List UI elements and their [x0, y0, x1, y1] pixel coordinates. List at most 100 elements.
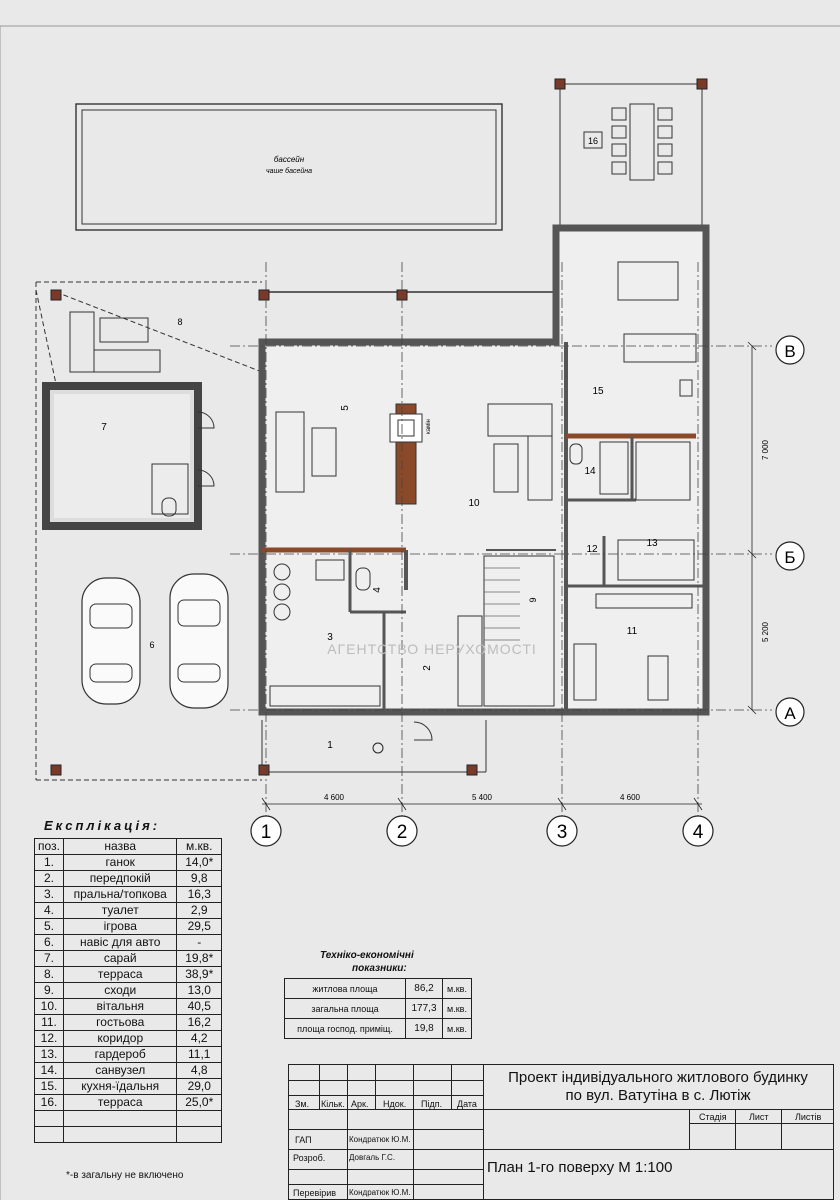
- furniture: [269, 261, 697, 707]
- cell-name: кухня-їдальня: [62, 1078, 178, 1095]
- cell-pos: 9.: [34, 982, 64, 999]
- porch-1: 1: [258, 720, 487, 776]
- cell-pos: 2.: [34, 870, 64, 887]
- tech-table: житлова площа 86,2 м.кв. загальна площа …: [284, 978, 472, 1039]
- axis-col-3: 3: [557, 822, 568, 843]
- room-number-10: 10: [468, 498, 480, 509]
- cell-pos: 14.: [34, 1062, 64, 1079]
- car-right: [169, 573, 229, 709]
- room-number-1: 1: [327, 740, 333, 751]
- table-row: [34, 1110, 222, 1127]
- axis-lines: [230, 262, 772, 820]
- room-number-16: 16: [588, 136, 598, 146]
- table-row: [34, 1126, 222, 1143]
- axis-row-a: А: [784, 704, 796, 723]
- cell-name: ганок: [62, 854, 178, 871]
- cell-pos: 13.: [34, 1046, 64, 1063]
- tech-unit: м.кв.: [442, 1018, 472, 1039]
- dim-h-3: 4 600: [620, 793, 641, 802]
- axis-col-4: 4: [693, 822, 704, 843]
- cell-pos: 6.: [34, 934, 64, 951]
- cell-pos: 12.: [34, 1030, 64, 1047]
- cell-pos: 4.: [34, 902, 64, 919]
- dim-h-2: 5 400: [472, 793, 493, 802]
- house-walls: камін 9: [258, 224, 710, 716]
- axis-bubbles: [250, 335, 805, 847]
- car-left: [81, 577, 141, 705]
- room-labels: 2 3 4 5 10 11 12 13 14 15: [327, 386, 658, 671]
- room-number-7: 7: [101, 422, 107, 433]
- cell-name: терраса: [62, 1094, 178, 1111]
- cell-pos: 1.: [34, 854, 64, 871]
- room-number-14: 14: [584, 466, 596, 477]
- cell-empty: [34, 1126, 64, 1143]
- cell-pos: 10.: [34, 998, 64, 1015]
- room-number-4: 4: [372, 587, 383, 593]
- cell-empty: [176, 1126, 222, 1143]
- stage-header: Стадія: [699, 1112, 727, 1122]
- cell-area: 4,2: [176, 1030, 222, 1047]
- cell-name: навіс для авто: [62, 934, 178, 951]
- person-pereviryv: Кондратюк Ю.М.: [349, 1188, 411, 1197]
- title-block: Зм. Кільк. Арк. Ндок. Підп. Дата ГАП Кон…: [288, 1064, 834, 1200]
- pool: бассейн чаше басейна: [75, 103, 503, 231]
- explication-title: Експлікація:: [44, 818, 161, 833]
- col-header-pidp: Підп.: [421, 1099, 443, 1109]
- cell-name: гардероб: [62, 1046, 178, 1063]
- cell-name: пральна/топкова: [62, 886, 178, 903]
- axis-row-b: Б: [784, 548, 795, 567]
- header-name: назва: [62, 838, 178, 855]
- cell-pos: 8.: [34, 966, 64, 983]
- col-header-ndok: Ндок.: [383, 1099, 407, 1109]
- tech-value: 177,3: [405, 998, 443, 1019]
- tech-label: площа господ. приміщ.: [284, 1018, 406, 1039]
- outdoor-left: 8 7 6: [35, 228, 557, 781]
- cell-area: 16,3: [176, 886, 222, 903]
- cell-name: сарай: [62, 950, 178, 967]
- cell-pos: 16.: [34, 1094, 64, 1111]
- cell-area: 19,8*: [176, 950, 222, 967]
- dim-h-1: 4 600: [324, 793, 345, 802]
- explication-footnote: *-в загальну не включено: [66, 1170, 184, 1181]
- pool-sublabel: чаше басейна: [266, 167, 312, 175]
- cell-area: -: [176, 934, 222, 951]
- cell-area: 14,0*: [176, 854, 222, 871]
- cell-name: терраса: [62, 966, 178, 983]
- cell-empty: [34, 1110, 64, 1127]
- sheets-header: Листів: [795, 1112, 822, 1122]
- cell-pos: 11.: [34, 1014, 64, 1031]
- col-header-ark: Арк.: [351, 1099, 369, 1109]
- tech-unit: м.кв.: [442, 998, 472, 1019]
- room-number-12: 12: [586, 544, 598, 555]
- room-number-8: 8: [177, 317, 182, 327]
- cell-pos: 5.: [34, 918, 64, 935]
- axis-row-v: В: [784, 342, 795, 361]
- project-title-line2: по вул. Ватутіна в с. Лютіж: [565, 1087, 751, 1104]
- col-header-zm: Зм.: [295, 1099, 310, 1109]
- tech-title-1: Техніко-економічні: [320, 950, 414, 961]
- cell-name: сходи: [62, 982, 178, 999]
- cell-area: 13,0: [176, 982, 222, 999]
- cell-pos: 3.: [34, 886, 64, 903]
- project-title-line1: Проект індивідуального житлового будинку: [508, 1069, 808, 1086]
- cell-name: санвузел: [62, 1062, 178, 1079]
- header-area: м.кв.: [176, 838, 222, 855]
- cell-area: 4,8: [176, 1062, 222, 1079]
- cell-empty: [62, 1110, 178, 1127]
- room-number-9: 9: [528, 597, 538, 602]
- tech-value: 19,8: [405, 1018, 443, 1039]
- role-gap: ГАП: [295, 1135, 312, 1145]
- axis-col-2: 2: [397, 822, 408, 843]
- dimension-lines: [261, 341, 757, 811]
- header-pos: поз.: [34, 838, 64, 855]
- cell-pos: 15.: [34, 1078, 64, 1095]
